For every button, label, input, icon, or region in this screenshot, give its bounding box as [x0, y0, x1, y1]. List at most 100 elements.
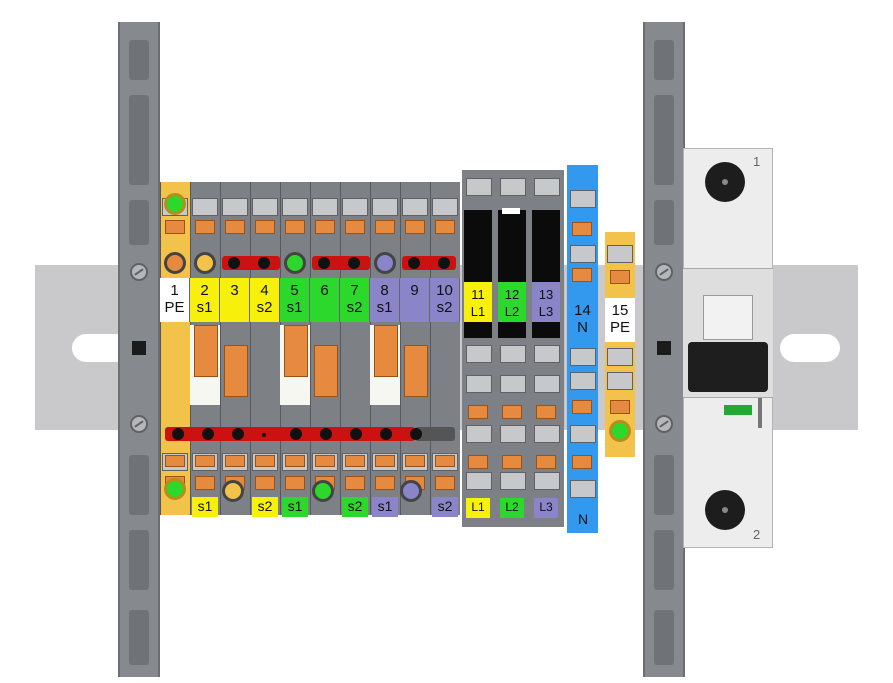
terminal-entry[interactable] — [607, 372, 633, 390]
terminal-entry[interactable] — [466, 425, 492, 443]
spring-clamp-icon[interactable] — [502, 455, 522, 469]
spring-clamp-icon[interactable] — [536, 455, 556, 469]
spring-clamp-icon[interactable] — [345, 220, 365, 234]
disconnect-lever[interactable] — [224, 345, 248, 397]
disconnect-lever[interactable] — [284, 325, 308, 377]
terminal-entry[interactable] — [500, 425, 526, 443]
spring-clamp-icon[interactable] — [572, 400, 592, 414]
spring-clamp-icon[interactable] — [345, 476, 365, 490]
terminal-entry[interactable] — [500, 375, 526, 393]
disconnect-lever[interactable] — [194, 325, 218, 377]
spring-clamp-icon[interactable] — [502, 405, 522, 419]
test-socket-icon[interactable] — [164, 252, 186, 274]
spring-clamp-icon[interactable] — [165, 220, 185, 234]
fuse-cartridge[interactable] — [498, 210, 526, 282]
terminal-entry[interactable] — [534, 425, 560, 443]
spring-clamp-icon[interactable] — [610, 400, 630, 414]
test-socket-icon[interactable] — [194, 252, 216, 274]
terminal-divider — [220, 182, 221, 515]
bracket-slot — [654, 95, 674, 185]
spring-clamp-icon[interactable] — [165, 455, 185, 467]
fuse-cartridge[interactable] — [532, 210, 560, 282]
terminal-top-entry[interactable] — [312, 198, 338, 216]
terminal-entry[interactable] — [570, 245, 596, 263]
terminal-top-entry[interactable] — [222, 198, 248, 216]
terminal-top-entry[interactable] — [192, 198, 218, 216]
terminal-entry[interactable] — [534, 375, 560, 393]
spring-clamp-icon[interactable] — [405, 220, 425, 234]
spring-clamp-icon[interactable] — [285, 476, 305, 490]
terminal-entry[interactable] — [500, 345, 526, 363]
terminal-top-entry[interactable] — [282, 198, 308, 216]
terminal-top-entry[interactable] — [402, 198, 428, 216]
spring-clamp-icon[interactable] — [375, 455, 395, 467]
terminal-entry[interactable] — [607, 348, 633, 366]
terminal-top-entry[interactable] — [372, 198, 398, 216]
disconnect-lever[interactable] — [374, 325, 398, 377]
spring-clamp-icon[interactable] — [435, 455, 455, 467]
test-socket-icon[interactable] — [374, 252, 396, 274]
test-socket-icon[interactable] — [222, 480, 244, 502]
fuse-cartridge[interactable] — [464, 210, 492, 282]
spring-clamp-icon[interactable] — [375, 476, 395, 490]
disconnect-lever[interactable] — [314, 345, 338, 397]
terminal-top-entry[interactable] — [432, 198, 458, 216]
spring-clamp-icon[interactable] — [345, 455, 365, 467]
spring-clamp-icon[interactable] — [468, 455, 488, 469]
spring-clamp-icon[interactable] — [315, 455, 335, 467]
terminal-top-entry[interactable] — [466, 178, 492, 196]
terminal-bottom-entry[interactable] — [500, 472, 526, 490]
terminal-top-entry[interactable] — [534, 178, 560, 196]
spring-clamp-icon[interactable] — [405, 455, 425, 467]
breaker-toggle-lever[interactable] — [688, 342, 768, 392]
spring-clamp-icon[interactable] — [195, 220, 215, 234]
fixing-screw-icon[interactable] — [655, 263, 673, 281]
spring-clamp-icon[interactable] — [255, 455, 275, 467]
test-socket-icon[interactable] — [312, 480, 334, 502]
terminal-entry[interactable] — [570, 348, 596, 366]
pe-screw-icon[interactable] — [164, 193, 186, 215]
spring-clamp-icon[interactable] — [195, 455, 215, 467]
terminal-bottom-entry[interactable] — [466, 472, 492, 490]
terminal-top-entry[interactable] — [342, 198, 368, 216]
spring-clamp-icon[interactable] — [225, 220, 245, 234]
spring-clamp-icon[interactable] — [572, 268, 592, 282]
terminal-entry[interactable] — [466, 375, 492, 393]
spring-clamp-icon[interactable] — [435, 220, 455, 234]
test-socket-icon[interactable] — [400, 480, 422, 502]
terminal-divider — [340, 182, 341, 515]
disconnect-lever[interactable] — [404, 345, 428, 397]
terminal-entry[interactable] — [570, 425, 596, 443]
terminal-bottom-entry[interactable] — [534, 472, 560, 490]
terminal-top-entry[interactable] — [570, 190, 596, 208]
fixing-screw-icon[interactable] — [130, 263, 148, 281]
spring-clamp-icon[interactable] — [195, 476, 215, 490]
terminal-top-entry[interactable] — [252, 198, 278, 216]
spring-clamp-icon[interactable] — [468, 405, 488, 419]
test-socket-icon[interactable] — [284, 252, 306, 274]
bracket-slot — [654, 40, 674, 80]
spring-clamp-icon[interactable] — [285, 220, 305, 234]
spring-clamp-icon[interactable] — [375, 220, 395, 234]
spring-clamp-icon[interactable] — [572, 222, 592, 236]
terminal-top-entry[interactable] — [607, 245, 633, 263]
spring-clamp-icon[interactable] — [610, 270, 630, 284]
spring-clamp-icon[interactable] — [572, 455, 592, 469]
spring-clamp-icon[interactable] — [285, 455, 305, 467]
fixing-screw-icon[interactable] — [655, 415, 673, 433]
spring-clamp-icon[interactable] — [315, 220, 335, 234]
terminal-entry[interactable] — [534, 345, 560, 363]
fixing-screw-icon[interactable] — [130, 415, 148, 433]
terminal-entry[interactable] — [570, 372, 596, 390]
spring-clamp-icon[interactable] — [435, 476, 455, 490]
terminal-bottom-entry[interactable] — [570, 480, 596, 498]
spring-clamp-icon[interactable] — [536, 405, 556, 419]
spring-clamp-icon[interactable] — [255, 476, 275, 490]
terminal-entry[interactable] — [466, 345, 492, 363]
spring-clamp-icon[interactable] — [225, 455, 245, 467]
jumper-hole-icon — [258, 257, 270, 269]
pe-screw-icon[interactable] — [164, 478, 186, 500]
spring-clamp-icon[interactable] — [255, 220, 275, 234]
pe-screw-icon[interactable] — [609, 420, 631, 442]
terminal-top-entry[interactable] — [500, 178, 526, 196]
